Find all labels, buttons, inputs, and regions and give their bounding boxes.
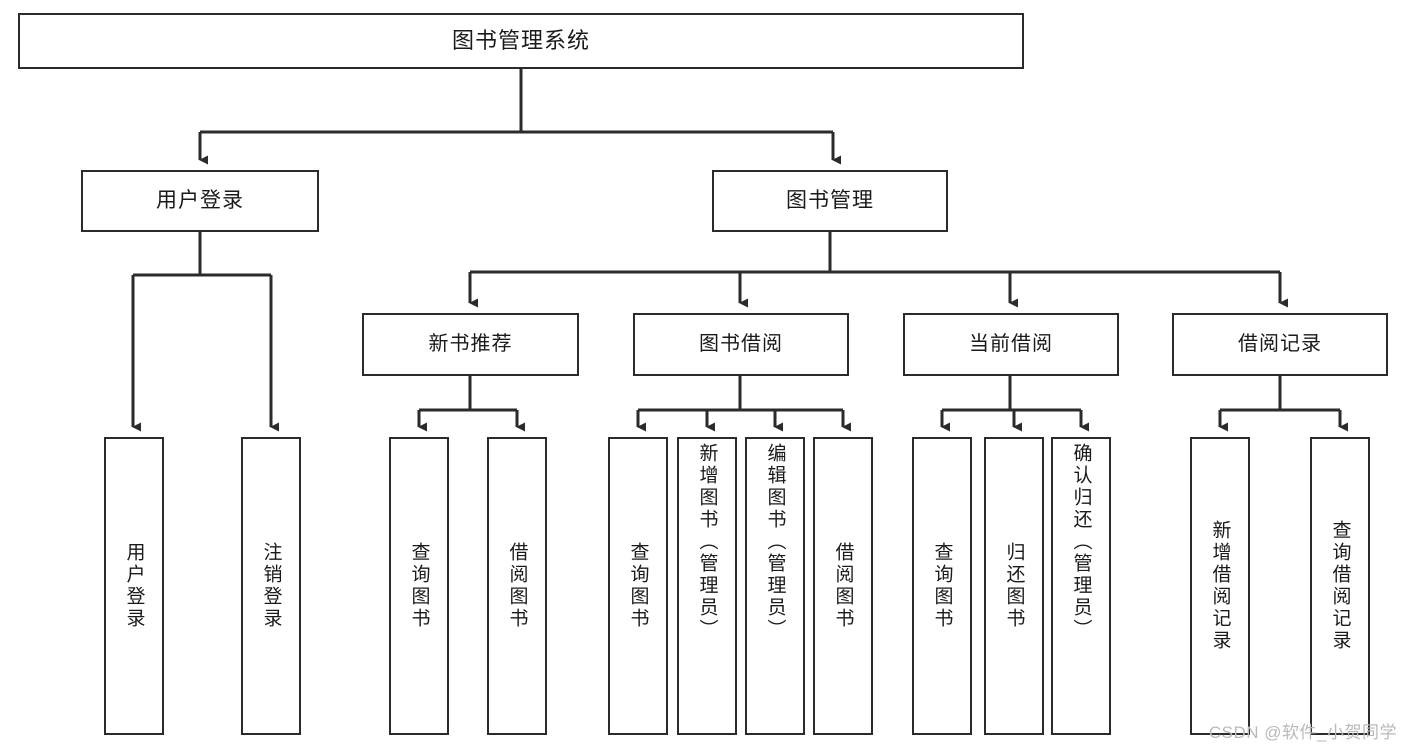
watermark-text: CSDN @软件_小贺同学 [1208, 723, 1397, 742]
node-leaf-edit-book-label: 编辑图书（管理员） [764, 443, 786, 641]
node-book-manage-label: 图书管理 [786, 188, 874, 212]
node-root[interactable]: 图书管理系统 [18, 13, 1024, 69]
node-leaf-add-book-label: 新增图书（管理员） [696, 443, 718, 641]
node-leaf-query-book-cur-label: 查询图书 [931, 542, 953, 630]
node-root-label: 图书管理系统 [451, 28, 590, 54]
node-new-book-rec[interactable]: 新书推荐 [362, 313, 579, 376]
node-leaf-query-record-label: 查询借阅记录 [1329, 520, 1351, 652]
node-leaf-add-record[interactable]: 新增借阅记录 [1190, 437, 1250, 735]
node-leaf-query-book-rec-label: 查询图书 [408, 542, 430, 630]
node-leaf-return-book-label: 归还图书 [1003, 542, 1025, 630]
node-borrow-record-label: 借阅记录 [1238, 333, 1322, 355]
node-leaf-edit-book[interactable]: 编辑图书（管理员） [745, 437, 805, 735]
node-user-login[interactable]: 用户登录 [81, 170, 319, 232]
node-leaf-borrow-book-label: 借阅图书 [832, 542, 854, 630]
node-leaf-return-book[interactable]: 归还图书 [984, 437, 1044, 735]
node-leaf-add-record-label: 新增借阅记录 [1209, 520, 1231, 652]
node-leaf-confirm-return-label: 确认归还（管理员） [1070, 443, 1092, 641]
node-leaf-query-record[interactable]: 查询借阅记录 [1310, 437, 1370, 735]
node-current-borrow[interactable]: 当前借阅 [903, 313, 1119, 376]
node-leaf-query-book-borrow-label: 查询图书 [627, 542, 649, 630]
node-book-manage[interactable]: 图书管理 [712, 170, 948, 232]
node-leaf-borrow-book-rec-label: 借阅图书 [506, 542, 528, 630]
node-current-borrow-label: 当前借阅 [969, 333, 1053, 355]
node-leaf-borrow-book-rec[interactable]: 借阅图书 [487, 437, 547, 735]
node-leaf-user-login[interactable]: 用户登录 [104, 437, 164, 735]
node-user-login-label: 用户登录 [156, 188, 244, 212]
node-borrow-record[interactable]: 借阅记录 [1172, 313, 1388, 376]
node-leaf-borrow-book[interactable]: 借阅图书 [813, 437, 873, 735]
node-leaf-add-book[interactable]: 新增图书（管理员） [677, 437, 737, 735]
node-leaf-query-book-borrow[interactable]: 查询图书 [608, 437, 668, 735]
node-book-borrow-label: 图书借阅 [699, 333, 783, 355]
node-leaf-query-book-cur[interactable]: 查询图书 [912, 437, 972, 735]
node-book-borrow[interactable]: 图书借阅 [633, 313, 849, 376]
node-new-book-rec-label: 新书推荐 [428, 333, 513, 355]
node-leaf-logout-label: 注销登录 [260, 542, 282, 630]
node-leaf-query-book-rec[interactable]: 查询图书 [389, 437, 449, 735]
node-leaf-confirm-return[interactable]: 确认归还（管理员） [1051, 437, 1111, 735]
node-leaf-user-login-label: 用户登录 [123, 542, 145, 630]
node-leaf-logout[interactable]: 注销登录 [241, 437, 301, 735]
